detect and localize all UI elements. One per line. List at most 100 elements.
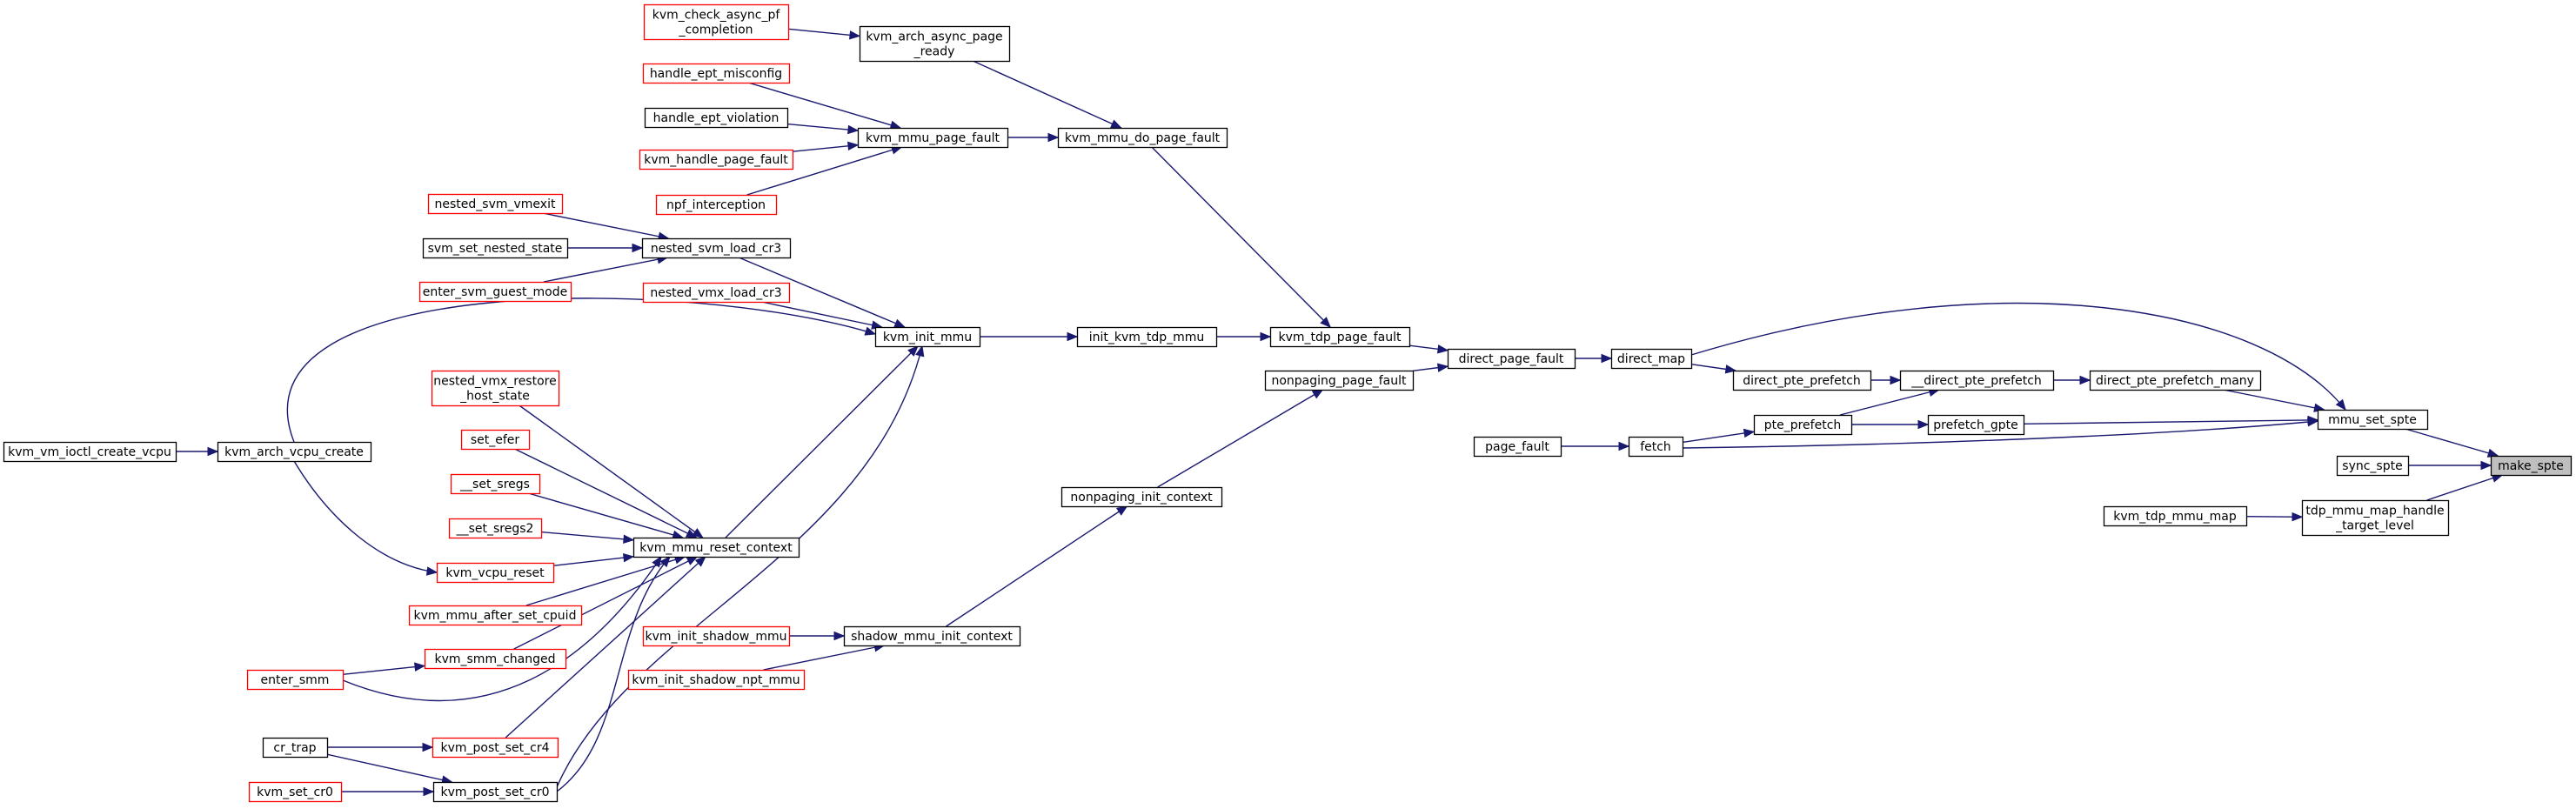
node-mmu_set_spte[interactable]: mmu_set_spte [2317,409,2429,431]
node-label: tdp_mmu_map_handle [2305,505,2444,518]
node-box [1753,414,1853,436]
node-page_fault[interactable]: page_fault [1473,436,1562,458]
edge-line [552,556,634,567]
node-__set_sregs2[interactable]: __set_sregs2 [448,518,543,539]
arrowhead-icon [1436,344,1449,354]
node-kvm_mmu_page_fault[interactable]: kvm_mmu_page_fault [857,127,1009,149]
node-nonpaging_init_context[interactable]: nonpaging_init_context [1061,486,1223,508]
edge-nested_vmx_restore_host_state-to-kvm_mmu_reset_context [519,404,704,538]
edge-line [326,753,452,783]
node-tdp_mmu_map_handle_target_level[interactable]: tdp_mmu_map_handle_target_level [2301,499,2450,537]
node-kvm_tdp_page_fault[interactable]: kvm_tdp_page_fault [1269,326,1411,348]
node-box [1269,326,1411,348]
node-kvm_mmu_reset_context[interactable]: kvm_mmu_reset_context [632,537,800,558]
edge-line [738,257,906,328]
node-kvm_vm_ioctl_create_vcpu[interactable]: kvm_vm_ioctl_create_vcpu [3,441,177,463]
edge-fetch-to-mmu_set_spte [1682,417,2319,449]
edge-kvm_set_cr0-to-kvm_post_set_cr0 [341,786,435,797]
arrowhead-icon [1917,419,1930,430]
node-enter_smm[interactable]: enter_smm [246,669,345,691]
node-box [1732,370,1872,391]
node-kvm_arch_async_page_ready[interactable]: kvm_arch_async_page_ready [859,25,1011,63]
node-cr_trap[interactable]: cr_trap [262,737,329,759]
node-box [1610,348,1693,370]
node-pte_prefetch[interactable]: pte_prefetch [1753,414,1853,436]
node-box [408,605,583,626]
node-label: __direct_pte_prefetch [1910,374,2042,388]
node-label: fetch [1640,440,1671,454]
node-prefetch_gpte[interactable]: prefetch_gpte [1927,414,2025,436]
node-kvm_arch_vcpu_create[interactable]: kvm_arch_vcpu_create [217,441,372,463]
edge-shadow_mmu_init_context-to-nonpaging_init_context [946,505,1128,627]
node-kvm_mmu_after_set_cpuid[interactable]: kvm_mmu_after_set_cpuid [408,605,583,626]
node-direct_page_fault[interactable]: direct_page_fault [1447,348,1576,370]
node-box [1473,436,1562,458]
node-box [460,429,531,451]
node-kvm_init_shadow_npt_mmu[interactable]: kvm_init_shadow_npt_mmu [627,669,806,691]
edge-cr_trap-to-kvm_post_set_cr0 [326,753,453,785]
node-set_efer[interactable]: set_efer [460,429,531,451]
edge-line [787,28,860,37]
node-enter_svm_guest_mode[interactable]: enter_svm_guest_mode [418,281,572,303]
node-shadow_mmu_init_context[interactable]: shadow_mmu_init_context [843,625,1021,647]
node-kvm_init_mmu[interactable]: kvm_init_mmu [874,326,981,348]
node-box [2089,370,2262,391]
node-kvm_set_cr0[interactable]: kvm_set_cr0 [248,781,343,803]
node-label: kvm_handle_page_fault [644,153,788,167]
node-npf_interception[interactable]: npf_interception [655,194,778,216]
edge-enter_smm-to-kvm_mmu_reset_context [342,555,662,702]
edge-line [761,301,882,328]
node-kvm_check_async_pf_completion[interactable]: kvm_check_async_pf_completion [643,3,790,41]
node-box [642,282,791,304]
node-kvm_post_set_cr0[interactable]: kvm_post_set_cr0 [432,781,559,803]
node-handle_ept_misconfig[interactable]: handle_ept_misconfig [642,63,791,84]
node-make_spte[interactable]: make_spte [2490,455,2573,477]
node-box [655,194,778,216]
arrowhead-icon [414,662,426,672]
node-label: kvm_arch_vcpu_create [224,445,364,459]
node-kvm_mmu_do_page_fault[interactable]: kvm_mmu_do_page_fault [1057,127,1228,149]
node-kvm_smm_changed[interactable]: kvm_smm_changed [424,648,567,670]
edge-direct_pte_prefetch-to-__direct_pte_prefetch [1870,375,1902,385]
node-box [2336,455,2410,477]
node-nested_vmx_restore_host_state[interactable]: nested_vmx_restore_host_state [431,370,560,407]
node-kvm_handle_page_fault[interactable]: kvm_handle_page_fault [639,149,794,170]
node-kvm_post_set_cr4[interactable]: kvm_post_set_cr4 [432,737,559,759]
node-kvm_init_shadow_mmu[interactable]: kvm_init_shadow_mmu [642,625,791,647]
node-__set_sregs[interactable]: __set_sregs [450,473,541,495]
node-label: npf_interception [666,198,766,212]
edge-line [2223,389,2325,411]
node-nested_svm_load_cr3[interactable]: nested_svm_load_cr3 [641,237,792,259]
node-direct_pte_prefetch_many[interactable]: direct_pte_prefetch_many [2089,370,2262,391]
node-__direct_pte_prefetch[interactable]: __direct_pte_prefetch [1899,370,2055,391]
arrowhead-icon [1115,505,1128,516]
node-init_kvm_tdp_mmu[interactable]: init_kvm_tdp_mmu [1076,326,1218,348]
node-sync_spte[interactable]: sync_spte [2336,455,2410,477]
node-kvm_vcpu_reset[interactable]: kvm_vcpu_reset [436,562,555,584]
edge-line [542,212,669,239]
node-box [2317,409,2429,431]
node-box [424,648,567,670]
node-direct_map[interactable]: direct_map [1610,348,1693,370]
node-nested_svm_vmexit[interactable]: nested_svm_vmexit [427,193,564,215]
edge-nested_svm_vmexit-to-nested_svm_load_cr3 [542,212,670,241]
arrowhead-icon [1618,441,1630,451]
node-nested_vmx_load_cr3[interactable]: nested_vmx_load_cr3 [642,282,791,304]
node-svm_set_nested_state[interactable]: svm_set_nested_state [422,237,569,259]
edge-line [792,144,859,152]
node-handle_ept_violation[interactable]: handle_ept_violation [644,107,789,129]
node-label: kvm_init_mmu [883,331,972,344]
arrowhead-icon [2335,398,2346,411]
node-kvm_tdp_mmu_map[interactable]: kvm_tdp_mmu_map [2103,505,2248,527]
node-label: nested_vmx_load_cr3 [650,286,781,300]
node-fetch[interactable]: fetch [1628,436,1684,458]
node-label: handle_ept_violation [653,111,779,125]
node-nonpaging_page_fault[interactable]: nonpaging_page_fault [1264,370,1415,391]
arrowhead-icon [2079,375,2091,385]
node-box [859,25,1011,63]
edge-kvm_init_mmu-to-init_kvm_tdp_mmu [980,331,1079,342]
node-direct_pte_prefetch[interactable]: direct_pte_prefetch [1732,370,1872,391]
edge-line [1682,431,1755,444]
node-label: kvm_tdp_mmu_map [2113,510,2237,524]
node-box [1057,127,1228,149]
